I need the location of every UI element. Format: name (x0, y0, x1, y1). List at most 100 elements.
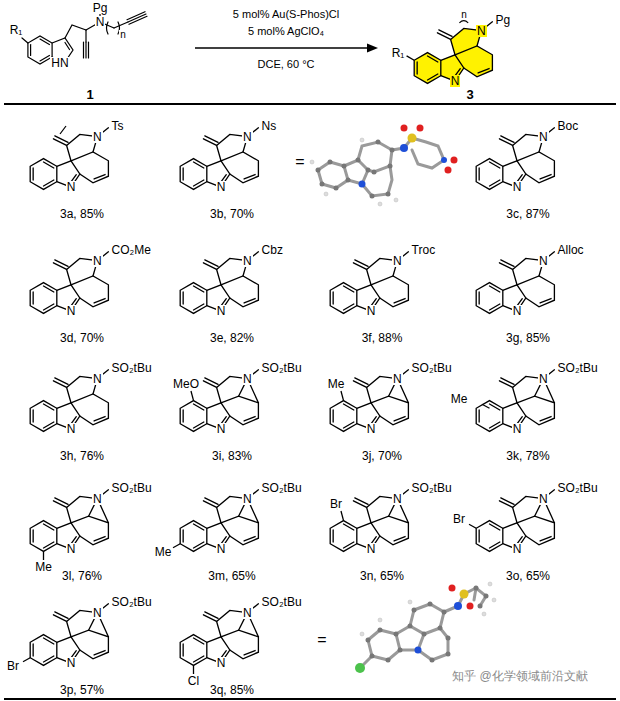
text-label: N (242, 255, 253, 267)
text-label: N (92, 607, 103, 619)
substituent-bonds (23, 391, 490, 674)
text-label: SO₂tBu (111, 596, 153, 608)
text-label: Me (154, 546, 173, 558)
text-label: N (538, 493, 549, 505)
text-label: Br (452, 513, 466, 525)
text-label: 3p, 57% (59, 684, 105, 696)
text-label: N (450, 75, 461, 87)
text-label: R₁ (391, 47, 406, 59)
text-label: 3i, 83% (211, 450, 253, 462)
starting-material (22, 10, 147, 64)
text-label: 3q, 85% (209, 684, 255, 696)
text-label: CO₂Me (111, 244, 152, 256)
text-label: N (476, 25, 487, 37)
text-label: = (294, 154, 305, 170)
text-label: DCE, 60 °C (257, 59, 316, 70)
text-label: N (216, 181, 227, 193)
text-label: 3b, 70% (209, 208, 255, 220)
text-label: 3m, 65% (207, 570, 256, 582)
text-label: 3h, 76% (59, 450, 105, 462)
reaction-arrow (195, 44, 378, 53)
text-label: N (242, 131, 253, 143)
text-label: N (66, 657, 77, 669)
text-label: 知乎 @化学领域前沿文献 (451, 670, 589, 682)
text-label: = (316, 632, 327, 648)
text-label: N (242, 493, 253, 505)
crystal-structure-3b (310, 125, 458, 207)
product-structures (30, 128, 554, 666)
text-label: N (66, 543, 77, 555)
text-label: N (366, 305, 377, 317)
text-label: SO₂tBu (261, 362, 303, 374)
text-label: 5 mol% Au(S-Phos)Cl (232, 9, 340, 20)
text-label: N (512, 543, 523, 555)
text-label: N (366, 423, 377, 435)
text-label: N (92, 255, 103, 267)
text-label: 3a, 85% (59, 208, 105, 220)
text-label: 3g, 85% (505, 332, 551, 344)
text-label: Troc (411, 244, 437, 256)
text-label: 3j, 70% (361, 450, 403, 462)
text-label: n (460, 10, 468, 20)
text-label: Cbz (261, 244, 284, 256)
text-label: 3o, 65% (505, 570, 551, 582)
text-label: SO₂tBu (111, 482, 153, 494)
text-label: Me (327, 378, 346, 390)
text-label: SO₂tBu (411, 482, 453, 494)
text-label: N (95, 16, 106, 28)
text-label: 5 mol% AgClO₄ (247, 26, 325, 37)
text-label: Ts (111, 120, 125, 132)
text-label: SO₂tBu (557, 362, 599, 374)
text-label: Pg (92, 2, 109, 14)
text-label: N (538, 131, 549, 143)
text-label: N (66, 423, 77, 435)
text-label: 3n, 65% (359, 570, 405, 582)
text-label: N (512, 305, 523, 317)
text-label: N (512, 181, 523, 193)
crystal-structure-3q (355, 582, 496, 673)
separator-line (4, 698, 616, 700)
text-label: Pg (495, 14, 512, 26)
text-label: Alloc (557, 244, 585, 256)
text-label: N (66, 305, 77, 317)
text-label: N (216, 423, 227, 435)
text-label: 3c, 87% (505, 208, 550, 220)
text-label: N (366, 543, 377, 555)
text-label: N (92, 493, 103, 505)
text-label: Br (6, 660, 20, 672)
text-label: N (92, 131, 103, 143)
text-label: 3f, 88% (361, 332, 404, 344)
text-label: SO₂tBu (261, 596, 303, 608)
text-label: N (392, 493, 403, 505)
text-label: Ns (261, 120, 278, 132)
general-product (407, 21, 493, 84)
text-label: N (242, 607, 253, 619)
text-label: N (92, 373, 103, 385)
text-label: N (216, 657, 227, 669)
text-label: N (512, 423, 523, 435)
text-label: N (392, 373, 403, 385)
text-label: HN (50, 57, 69, 69)
text-label: 3 (465, 88, 474, 101)
text-label: Me (450, 393, 469, 405)
text-label: Boc (557, 120, 580, 132)
text-label: SO₂tBu (411, 362, 453, 374)
text-label: MeO (172, 378, 200, 390)
text-label: N (66, 181, 77, 193)
text-label: SO₂tBu (557, 482, 599, 494)
text-label: Br (329, 498, 343, 510)
text-label: Cl (187, 675, 200, 687)
text-label: N (216, 543, 227, 555)
text-label: N (242, 373, 253, 385)
text-label: N (538, 255, 549, 267)
text-label: Me (34, 561, 53, 573)
text-label: 3k, 78% (505, 450, 550, 462)
text-label: 3d, 70% (59, 332, 105, 344)
text-label: 1 (85, 88, 94, 101)
text-label: N (216, 305, 227, 317)
text-label: N (392, 255, 403, 267)
text-label: 3e, 82% (209, 332, 255, 344)
text-label: SO₂tBu (261, 482, 303, 494)
